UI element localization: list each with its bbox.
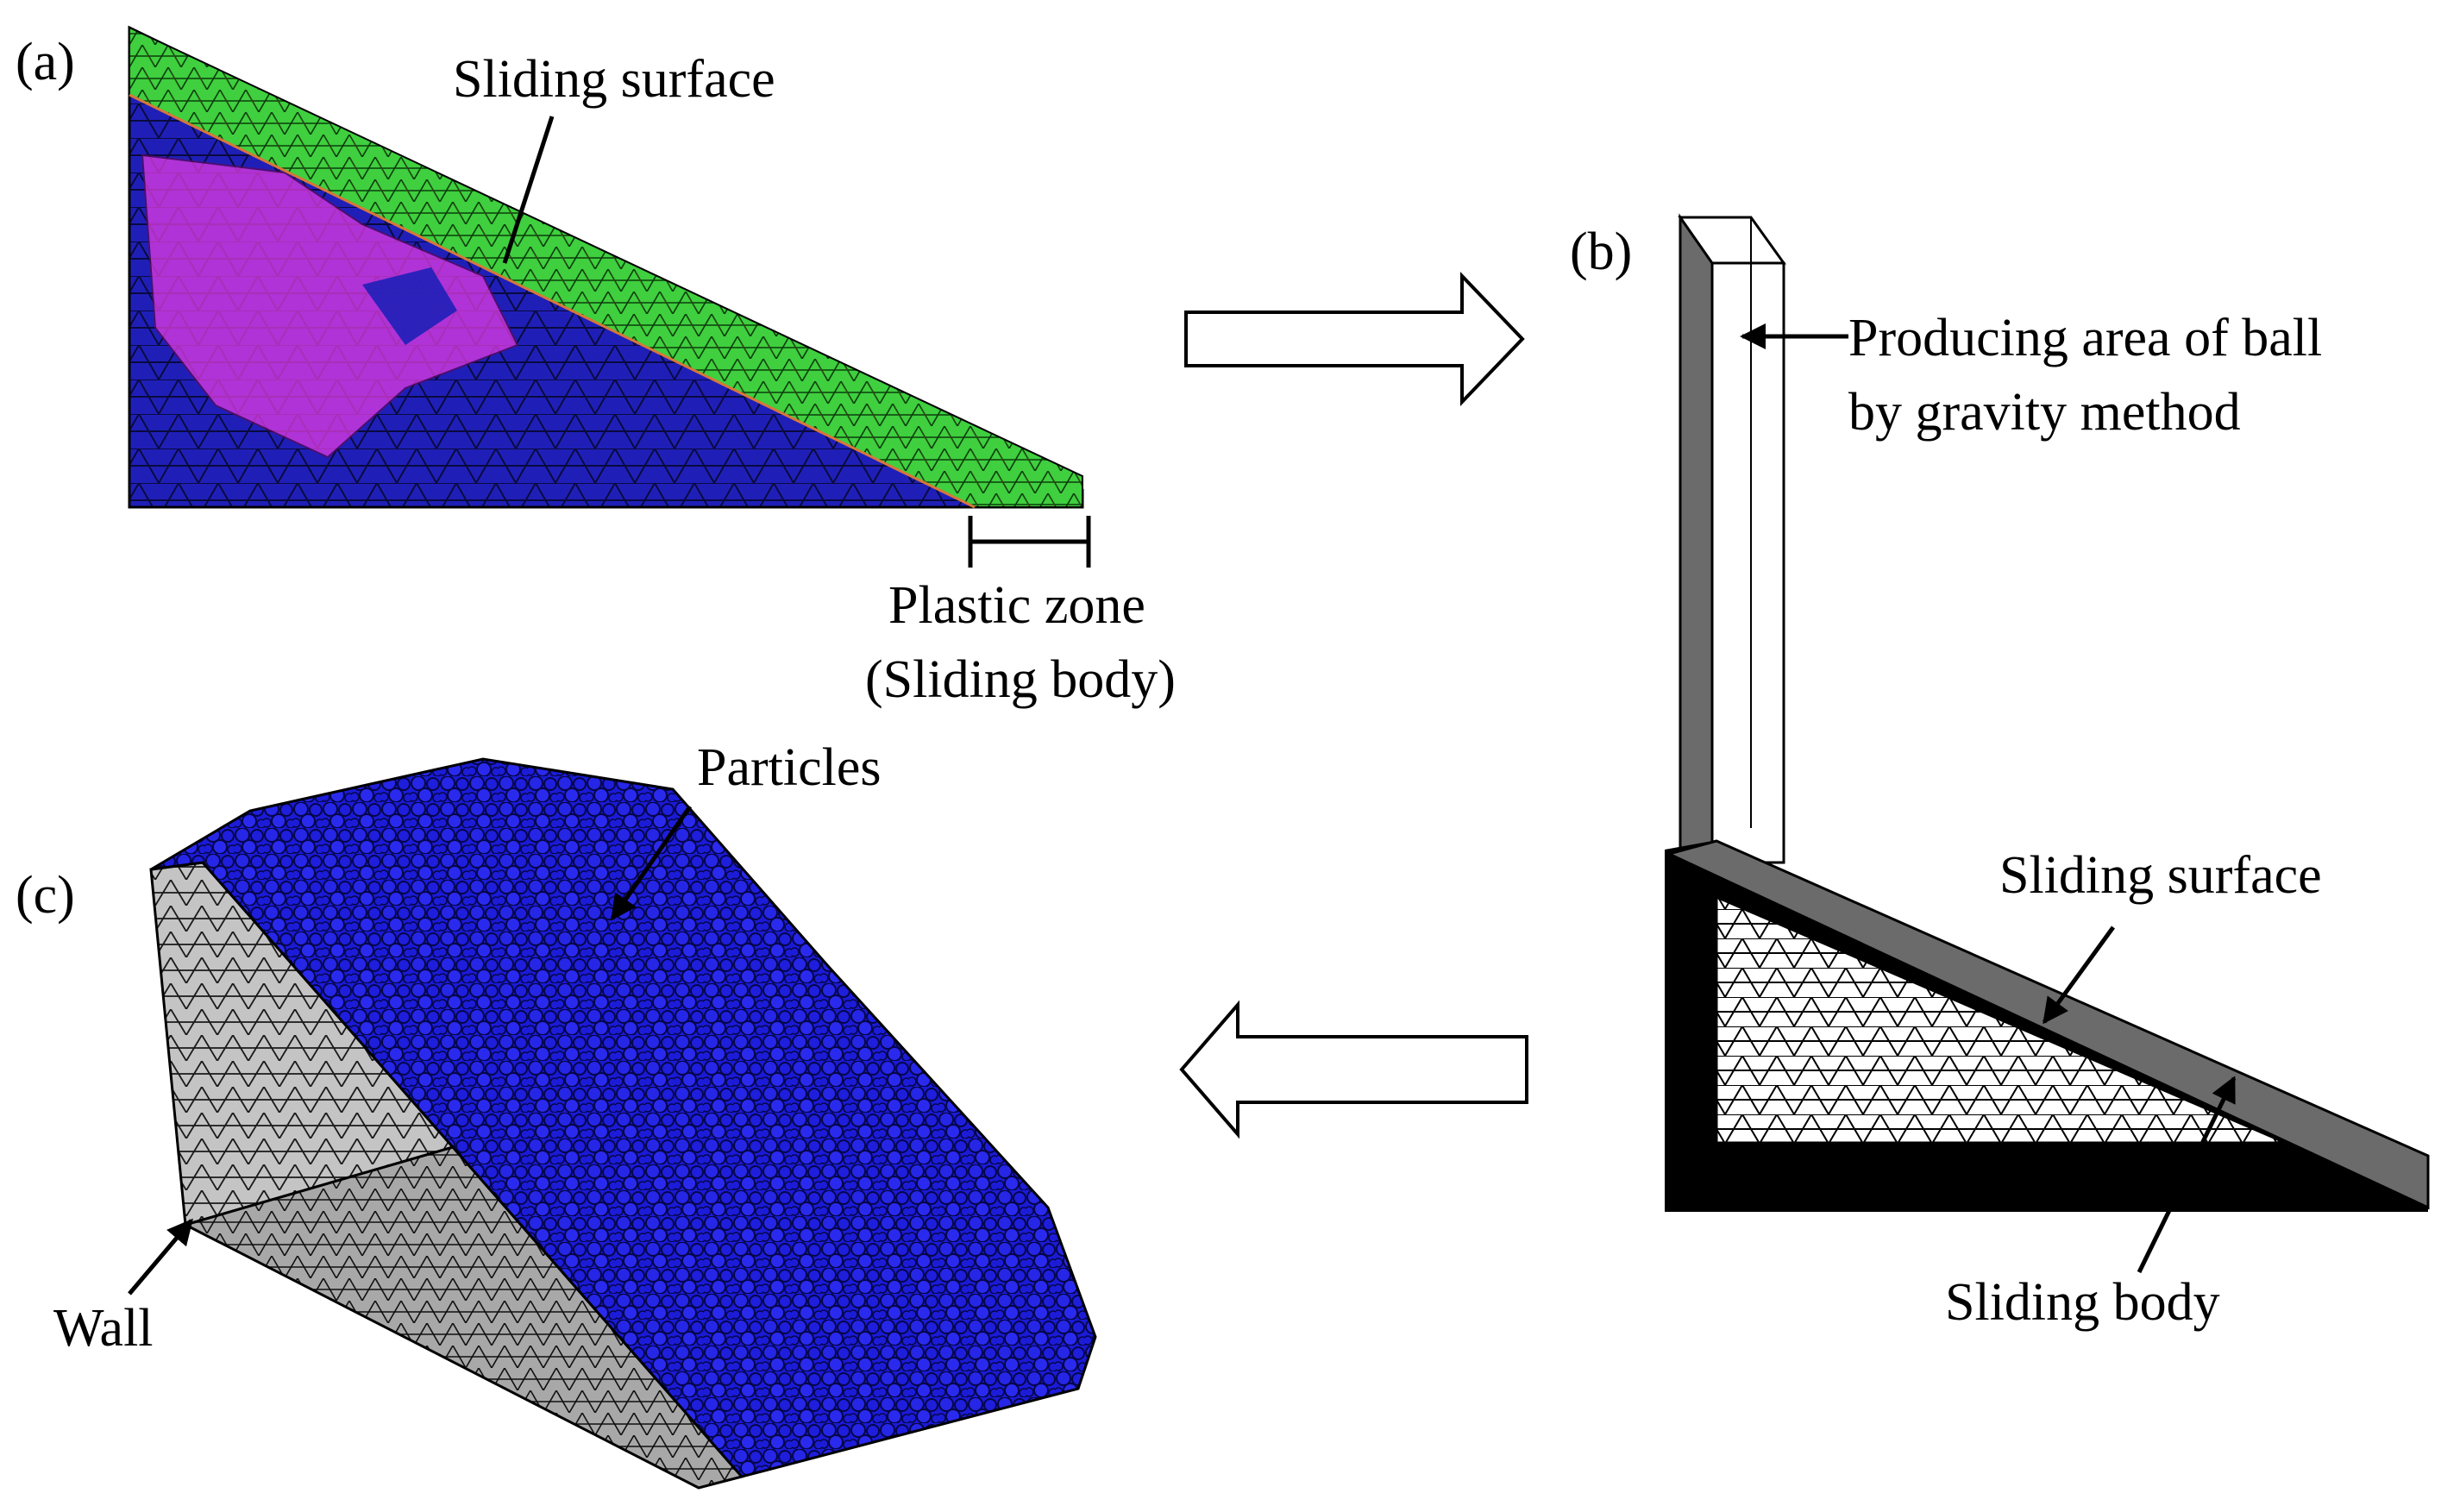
sliding-surface-slab: [1665, 839, 2430, 1210]
b-sliding-body-pointer: [2137, 1076, 2237, 1274]
panel-b-tag: (b): [1570, 223, 1632, 281]
wall-label: Wall: [53, 1299, 154, 1358]
producing-area-label-line2: by gravity method: [1848, 383, 2241, 442]
producing-column-side: [1679, 213, 1714, 865]
sliding-surface-line: [129, 93, 976, 509]
sliding-surface-pointer: [502, 116, 555, 264]
b-sliding-body-label: Sliding body: [1945, 1273, 2220, 1332]
particles-label: Particles: [697, 738, 882, 797]
flow-arrow-left: [1179, 1000, 1528, 1139]
panel-c: (c) Particles Wall: [16, 738, 1097, 1490]
panel-b: (b) Producing area of ball by gravity me…: [1570, 213, 2430, 1332]
producing-area-label-line1: Producing area of ball: [1848, 309, 2322, 367]
panel-c-tag: (c): [16, 866, 75, 925]
wall-pointer: [128, 1218, 193, 1296]
plastic-zone-label-line2: (Sliding body): [865, 650, 1176, 709]
b-sliding-surface-label: Sliding surface: [1999, 846, 2322, 905]
flow-arrow-right: [1184, 272, 1525, 406]
producing-column-front: [1710, 261, 1785, 864]
sliding-surface-label: Sliding surface: [453, 50, 775, 109]
plastic-zone-label-line1: Plastic zone: [888, 576, 1145, 635]
b-sliding-surface-pointer: [2042, 925, 2116, 1025]
panel-a-tag: (a): [16, 33, 75, 91]
particle-slope: [150, 757, 1097, 1478]
panel-a: (a) Sliding surface Plastic zone (Slidin…: [16, 25, 1176, 709]
plastic-patch-small: [362, 267, 457, 345]
plastic-patch: [141, 154, 519, 459]
sliding-layer-mesh: [129, 26, 1083, 508]
particles-pointer: [610, 805, 693, 921]
sliding-body-mesh: [1715, 894, 2287, 1145]
